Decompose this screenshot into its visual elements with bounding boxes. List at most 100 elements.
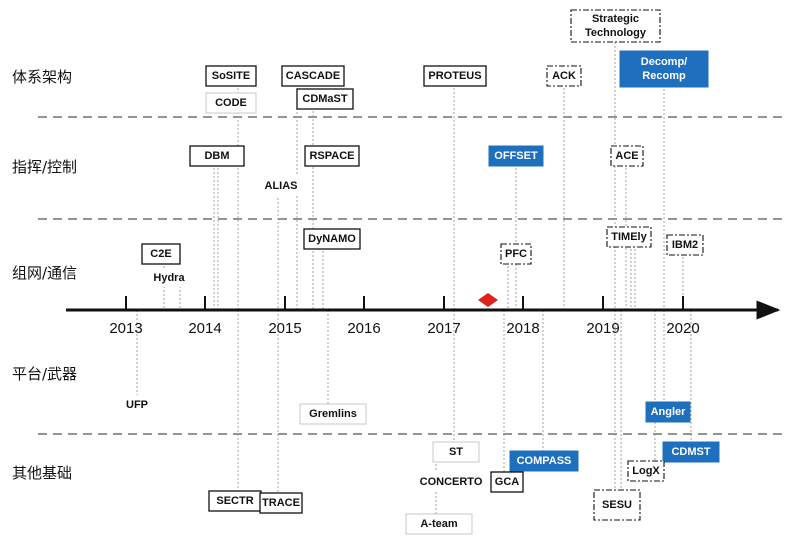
year-label-2019: 2019 xyxy=(586,320,619,337)
program-box xyxy=(304,145,360,167)
program-ack: ACK xyxy=(546,65,582,87)
program-label: TIMEly xyxy=(611,231,647,243)
year-ticks xyxy=(125,296,684,310)
category-label-networking: 组网/通信 xyxy=(12,264,77,282)
program-box xyxy=(610,145,644,167)
program-box xyxy=(570,9,661,43)
program-code: CODE xyxy=(205,92,257,114)
program-box xyxy=(299,403,367,425)
program-label: CODE xyxy=(215,97,247,109)
program-label: SESU xyxy=(602,499,632,511)
program-label: A-team xyxy=(420,518,458,530)
program-label: Gremlins xyxy=(309,408,357,420)
program-box xyxy=(500,243,532,265)
program-box xyxy=(415,472,487,492)
year-label-2020: 2020 xyxy=(666,320,699,337)
program-label: TRACE xyxy=(262,497,300,509)
program-decomp-recomp: Decomp/Recomp xyxy=(619,50,709,88)
category-label-platform-weapons: 平台/武器 xyxy=(12,365,77,383)
program-sesu: SESU xyxy=(593,489,641,521)
program-label: CDMST xyxy=(671,446,710,458)
program-label: PROTEUS xyxy=(428,70,481,82)
program-box xyxy=(546,65,582,87)
program-sectr: SECTR xyxy=(208,490,262,512)
program-label: RSPACE xyxy=(309,150,354,162)
program-label: UFP xyxy=(126,399,148,411)
program-box xyxy=(141,243,181,265)
program-box xyxy=(189,145,245,167)
program-label: Hydra xyxy=(153,272,185,284)
year-label-2014: 2014 xyxy=(188,320,221,337)
program-label: SoSITE xyxy=(212,70,251,82)
program-sosite: SoSITE xyxy=(205,65,257,87)
program-pfc: PFC xyxy=(500,243,532,265)
program-boxes: SoSITE CODE CASCADE CDMaST PROTEUS ACK Strateg… xyxy=(121,9,720,535)
program-timely: TIMEly xyxy=(606,226,652,248)
program-box xyxy=(509,450,579,472)
program-proteus: PROTEUS xyxy=(423,65,487,87)
program-angler: Angler xyxy=(645,401,691,423)
program-cdmst: CDMST xyxy=(662,441,720,463)
program-box xyxy=(303,228,361,250)
program-offset: OFFSET xyxy=(488,145,544,167)
program-label: PFC xyxy=(505,248,527,260)
program-label: Angler xyxy=(651,406,687,418)
program-dbm: DBM xyxy=(189,145,245,167)
current-time-marker xyxy=(478,293,498,307)
program-box xyxy=(262,176,300,196)
program-cascade: CASCADE xyxy=(281,65,345,87)
guide-lines xyxy=(136,26,692,524)
program-compass: COMPASS xyxy=(509,450,579,472)
program-label: C2E xyxy=(150,248,171,260)
program-trace: TRACE xyxy=(259,492,303,514)
program-label: CONCERTO xyxy=(420,476,483,488)
program-label: SECTR xyxy=(216,495,253,507)
program-box xyxy=(150,269,188,287)
category-label-command-control: 指挥/控制 xyxy=(12,158,77,176)
program-label: CASCADE xyxy=(286,70,340,82)
year-label-2013: 2013 xyxy=(109,320,142,337)
year-label-2015: 2015 xyxy=(268,320,301,337)
program-box xyxy=(405,513,473,535)
program-box xyxy=(627,460,665,482)
year-label-2017: 2017 xyxy=(427,320,460,337)
program-st: ST xyxy=(432,441,480,463)
program-label: COMPASS xyxy=(517,455,572,467)
program-concerto: CONCERTO xyxy=(415,472,487,492)
program-gremlins: Gremlins xyxy=(299,403,367,425)
program-box xyxy=(281,65,345,87)
program-a-team: A-team xyxy=(405,513,473,535)
program-alias: ALIAS xyxy=(262,176,300,196)
program-label: ACE xyxy=(615,150,638,162)
program-ibm2: IBM2 xyxy=(666,234,704,256)
program-box xyxy=(259,492,303,514)
program-gca: GCA xyxy=(490,471,524,493)
program-box xyxy=(666,234,704,256)
program-box xyxy=(593,489,641,521)
year-label-2016: 2016 xyxy=(347,320,380,337)
program-label: CDMaST xyxy=(302,93,348,105)
program-ace: ACE xyxy=(610,145,644,167)
program-label: DBM xyxy=(204,150,229,162)
program-c2e: C2E xyxy=(141,243,181,265)
program-box xyxy=(205,92,257,114)
category-label-foundation: 其他基础 xyxy=(12,464,72,482)
program-rspace: RSPACE xyxy=(304,145,360,167)
program-box xyxy=(432,441,480,463)
year-label-2018: 2018 xyxy=(506,320,539,337)
program-box xyxy=(423,65,487,87)
program-box xyxy=(662,441,720,463)
program-box xyxy=(606,226,652,248)
program-box xyxy=(296,88,354,110)
program-box xyxy=(490,471,524,493)
program-label: OFFSET xyxy=(494,150,538,162)
program-box xyxy=(488,145,544,167)
program-label: ST xyxy=(449,446,463,458)
program-box xyxy=(645,401,691,423)
program-box xyxy=(121,395,153,415)
program-logx: LogX xyxy=(627,460,665,482)
